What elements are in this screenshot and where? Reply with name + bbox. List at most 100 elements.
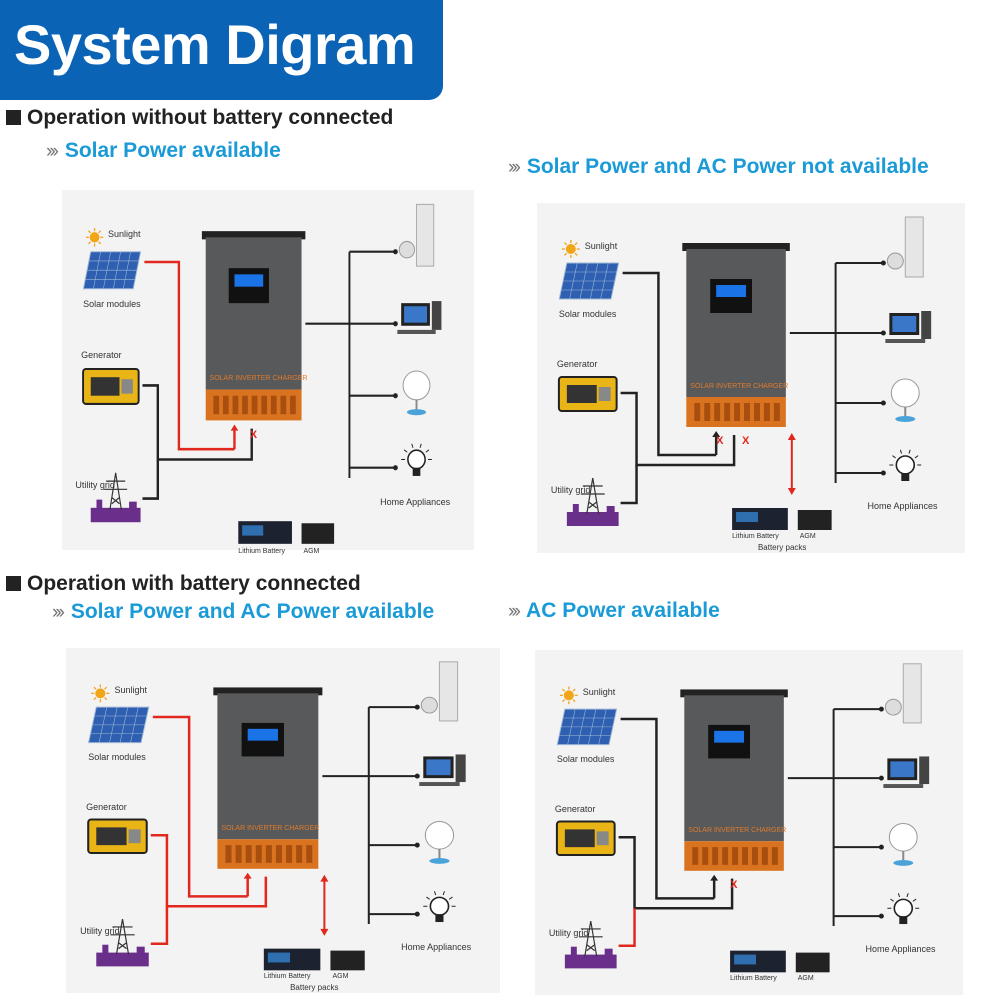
section-heading-text: Operation with battery connected <box>27 572 361 595</box>
subtitle-text: Solar Power available <box>64 139 281 162</box>
sun-icon <box>561 240 580 258</box>
inverter-charger-icon <box>680 689 788 871</box>
solar-wire <box>144 260 235 451</box>
label-utility-grid: Utility grid <box>550 485 591 495</box>
label-agm: AGM <box>332 973 349 981</box>
label-utility-grid: Utility grid <box>80 925 120 936</box>
label-sunlight: Sunlight <box>107 229 141 240</box>
label-utility-grid: Utility grid <box>75 480 115 491</box>
cross-mark: X <box>716 435 724 447</box>
solar-wire <box>152 715 248 898</box>
inverter-charger-icon <box>213 687 323 869</box>
battery-pack-icon <box>732 508 832 530</box>
fan-icon <box>890 378 920 422</box>
page-title: System Digram <box>14 13 416 76</box>
generator-icon <box>557 376 618 412</box>
label-sunlight: Sunlight <box>584 240 618 251</box>
subtitle-text: AC Power available <box>526 599 720 622</box>
section-heading-without-battery: Operation without battery connected <box>6 106 393 130</box>
grid-wire <box>620 465 638 505</box>
label-home-appliances: Home Appliances <box>865 943 936 954</box>
label-generator: Generator <box>86 801 127 812</box>
chevron-right-icon: ››› <box>52 602 65 623</box>
solar-wire <box>620 717 715 900</box>
ac-output-wire <box>789 262 884 483</box>
sun-icon <box>91 684 110 703</box>
fan-icon <box>402 370 431 416</box>
panel-subtitle-3: ››› Solar Power and AC Power available <box>52 600 434 624</box>
label-sunlight: Sunlight <box>582 687 616 698</box>
label-home-appliances: Home Appliances <box>867 501 938 511</box>
generator-icon <box>87 818 148 855</box>
label-inverter: SOLAR INVERTER CHARGER <box>221 825 320 833</box>
label-agm: AGM <box>303 547 320 555</box>
computer-icon <box>419 754 466 786</box>
chevron-right-icon: ››› <box>46 141 59 162</box>
grid-wire <box>618 908 636 947</box>
wiring-diagram <box>87 661 466 971</box>
label-agm: AGM <box>797 975 814 983</box>
air-conditioner-icon <box>886 216 924 278</box>
label-lithium-battery: Lithium Battery <box>730 975 777 983</box>
subtitle-text: Solar Power and AC Power not available <box>526 155 929 178</box>
label-solar-modules: Solar modules <box>558 309 617 319</box>
label-sunlight: Sunlight <box>114 685 147 696</box>
solar-wire <box>622 271 717 457</box>
subtitle-text: Solar Power and AC Power available <box>70 600 435 623</box>
label-agm: AGM <box>799 533 816 540</box>
battery-pack-icon <box>730 950 830 973</box>
label-generator: Generator <box>554 803 596 814</box>
chevron-right-icon: ››› <box>508 601 521 622</box>
panel-subtitle-1: ››› Solar Power available <box>46 139 281 163</box>
cross-mark: X <box>249 428 258 441</box>
label-solar-modules: Solar modules <box>556 754 615 765</box>
section-heading-text: Operation without battery connected <box>27 106 394 129</box>
square-bullet-icon <box>6 110 21 125</box>
label-lithium-battery: Lithium Battery <box>238 547 285 555</box>
ac-output-wire <box>305 250 396 478</box>
solar-panel-icon <box>82 251 142 290</box>
label-inverter: SOLAR INVERTER CHARGER <box>688 827 787 835</box>
panel-subtitle-2: ››› Solar Power and AC Power not availab… <box>508 155 929 179</box>
label-home-appliances: Home Appliances <box>401 941 472 952</box>
grid-wire <box>150 906 169 945</box>
label-home-appliances: Home Appliances <box>380 496 451 507</box>
utility-grid-icon <box>564 920 617 969</box>
sun-icon <box>85 228 104 247</box>
label-lithium-battery: Lithium Battery <box>732 533 779 540</box>
battery-pack-icon <box>238 521 335 544</box>
wiring-diagram <box>557 216 932 530</box>
chevron-right-icon: ››› <box>508 157 521 178</box>
label-lithium-battery: Lithium Battery <box>263 973 311 981</box>
utility-grid-icon <box>90 472 141 523</box>
fan-icon <box>888 822 918 866</box>
wiring-diagram <box>82 203 442 544</box>
label-inverter: SOLAR INVERTER CHARGER <box>209 375 308 383</box>
solar-panel-icon <box>558 262 620 300</box>
panel-subtitle-4: ››› AC Power available <box>508 599 720 623</box>
title-badge: System Digram <box>0 0 443 100</box>
label-generator: Generator <box>556 359 598 369</box>
computer-icon <box>883 756 930 788</box>
fan-icon <box>424 820 455 864</box>
inverter-charger-icon <box>201 231 306 421</box>
cross-mark: X <box>730 878 738 891</box>
square-bullet-icon <box>6 576 21 591</box>
solar-panel-icon <box>556 708 618 746</box>
ac-output-wire <box>787 708 882 926</box>
battery-pack-icon <box>263 948 365 971</box>
light-bulb-icon <box>889 449 922 481</box>
utility-grid-icon <box>96 918 149 967</box>
label-battery-packs: Battery packs <box>757 543 807 552</box>
label-utility-grid: Utility grid <box>548 927 589 938</box>
light-bulb-icon <box>401 443 432 476</box>
computer-icon <box>397 301 442 334</box>
section-heading-with-battery: Operation with battery connected <box>6 572 361 596</box>
label-battery-packs: Battery packs <box>290 983 339 993</box>
ac-output-wire <box>322 706 418 924</box>
light-bulb-icon <box>423 891 456 923</box>
computer-icon <box>885 311 932 343</box>
